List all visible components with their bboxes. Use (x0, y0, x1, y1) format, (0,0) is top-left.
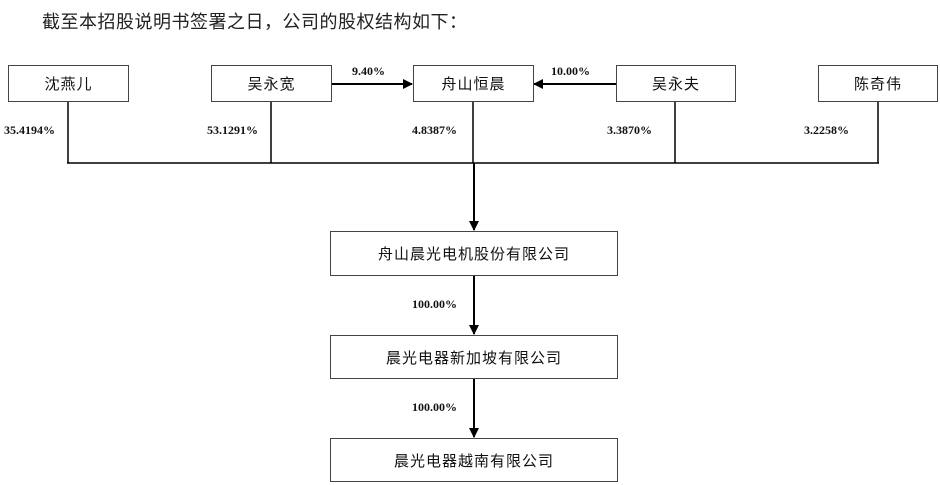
shareholder-name: 沈燕儿 (44, 75, 93, 93)
shareholder-name: 吴永夫 (651, 75, 700, 93)
shareholder-name: 陈奇伟 (853, 75, 902, 93)
company-box-singapore: 晨光电器新加坡有限公司 (330, 335, 618, 379)
stake-label-hengchen: 4.8387% (412, 123, 457, 137)
company-box-vietnam: 晨光电器越南有限公司 (330, 438, 618, 482)
stake-label-wuyongfu-hengchen: 10.00% (551, 64, 590, 78)
shareholder-box-shenyaner: 沈燕儿 (8, 65, 129, 102)
shareholder-name: 吴永宽 (247, 75, 296, 93)
company-name: 晨光电器越南有限公司 (393, 451, 554, 470)
shareholder-box-wuyongfu: 吴永夫 (616, 65, 736, 102)
stake-label-chenqiwei: 3.2258% (804, 123, 849, 137)
shareholder-box-wuyongkuan: 吴永宽 (211, 65, 332, 102)
shareholder-name: 舟山恒晨 (441, 75, 506, 93)
company-box-main: 舟山晨光电机股份有限公司 (330, 231, 618, 276)
stake-label-singapore: 100.00% (412, 297, 457, 311)
company-name: 晨光电器新加坡有限公司 (385, 348, 562, 367)
stake-label-vietnam: 100.00% (412, 400, 457, 414)
shareholder-box-chenqiwei: 陈奇伟 (818, 65, 938, 102)
stake-label-wuyongfu: 3.3870% (607, 123, 652, 137)
stake-label-wuyongkuan: 53.1291% (207, 123, 258, 137)
stake-label-wuyongkuan-hengchen: 9.40% (352, 64, 385, 78)
shareholder-box-hengchen: 舟山恒晨 (413, 65, 534, 102)
company-name: 舟山晨光电机股份有限公司 (377, 245, 570, 263)
intro-text: 截至本招股说明书签署之日，公司的股权结构如下： (42, 12, 468, 33)
stake-label-shenyaner: 35.4194% (4, 123, 55, 137)
